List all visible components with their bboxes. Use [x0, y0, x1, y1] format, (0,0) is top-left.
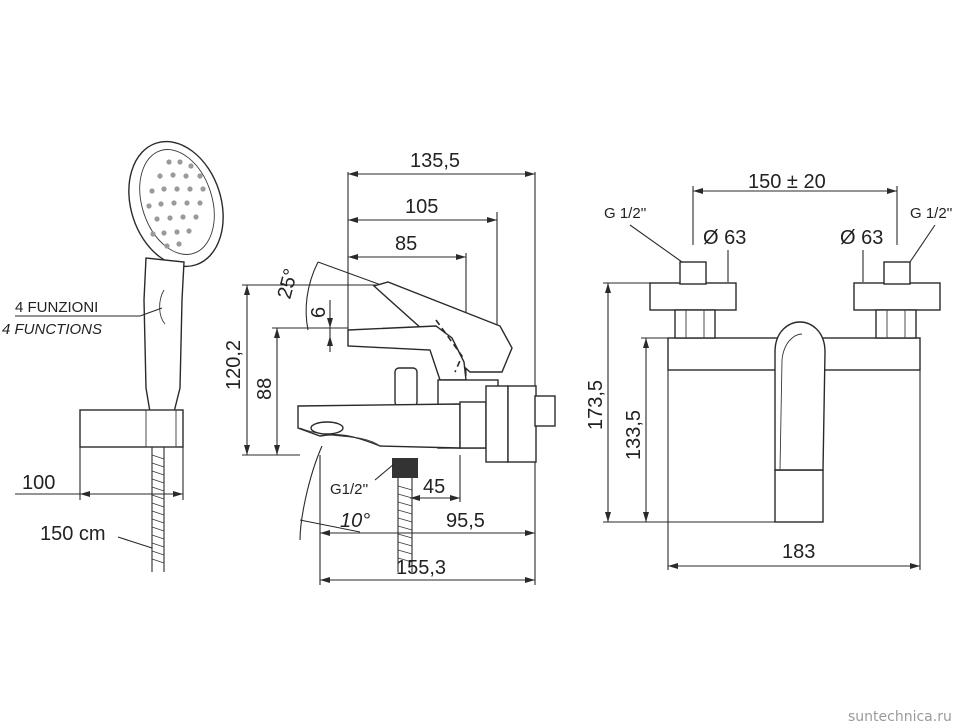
diverter-knob — [394, 367, 418, 407]
watermark: suntechnica.ru — [848, 709, 952, 725]
thread-leader-left — [629, 224, 683, 263]
dim-lever-width: 105 — [405, 196, 438, 218]
mixer-lever-front — [774, 321, 826, 471]
dim-top-width: 85 — [395, 233, 417, 255]
angle-arc-10 — [299, 445, 323, 541]
dim-height-spout: 88 — [254, 378, 276, 400]
handle-button — [159, 289, 166, 325]
hand-shower-view: 4 FUNZIONI 4 FUNCTIONS 100 150 cm — [2, 140, 224, 572]
dim-height-total-front: 173,5 — [585, 380, 607, 430]
inlet-fitting — [392, 458, 418, 478]
spout-aerator — [310, 421, 344, 435]
dim-centers: 150 ± 20 — [748, 171, 826, 193]
dim-spout-reach: 95,5 — [446, 510, 485, 532]
nut-left — [674, 309, 716, 339]
dim-total-width: 135,5 — [410, 150, 460, 172]
mixer-lever — [372, 281, 513, 373]
flange-left — [649, 282, 737, 311]
hose-length-label: 150 cm — [40, 523, 106, 545]
functions-label-en: 4 FUNCTIONS — [2, 321, 102, 338]
thread-left — [679, 261, 707, 285]
functions-label-it: 4 FUNZIONI — [15, 299, 98, 316]
diameter-left-label: Ø 63 — [703, 227, 746, 249]
lever-hidden-line — [435, 319, 463, 373]
wall-connector-cap — [534, 395, 556, 427]
angle-lever: 25° — [274, 266, 303, 301]
nut-right — [875, 309, 917, 339]
lever-highlight — [779, 333, 803, 471]
angle-arc-25 — [305, 261, 319, 331]
inlet-thread: G1/2'' — [330, 481, 368, 498]
dim-small: 6 — [308, 307, 330, 318]
dim-holder: 100 — [22, 472, 55, 494]
shower-hose — [151, 447, 165, 572]
wall-holder — [79, 409, 184, 448]
front-view: 150 ± 20 G 1/2'' G 1/2'' Ø 63 Ø 63 173,5… — [585, 171, 953, 570]
side-view: 135,5 105 85 25° 6 120,2 88 G1/2'' 45 10… — [223, 150, 556, 585]
inlet-hose — [397, 478, 413, 572]
dim-height-total: 120,2 — [223, 340, 245, 390]
shower-head-face — [139, 149, 215, 255]
flange-right — [853, 282, 941, 311]
shower-nozzles — [146, 159, 206, 249]
dim-height-body-front: 133,5 — [623, 410, 645, 460]
thread-left-label: G 1/2'' — [604, 205, 647, 222]
diameter-right-label: Ø 63 — [840, 227, 883, 249]
wall-connector — [507, 385, 537, 463]
dim-width-front: 183 — [782, 541, 815, 563]
thread-right-label: G 1/2'' — [910, 205, 953, 222]
shower-handle — [143, 257, 185, 413]
spout-underline — [299, 427, 381, 447]
angle-spout: 10° — [340, 510, 370, 532]
thread-leader-right — [909, 224, 936, 263]
angle-ray-10 — [299, 519, 361, 533]
functions-pointer — [139, 307, 163, 317]
thread-right — [883, 261, 911, 285]
wall-flange — [485, 385, 509, 463]
dim-overall: 155,3 — [396, 557, 446, 579]
mixer-base — [774, 469, 824, 523]
eccentric-nut — [459, 401, 487, 449]
holder-cup — [145, 409, 177, 448]
dim-inlet: 45 — [423, 476, 445, 498]
hose-leader — [117, 536, 153, 549]
thread-leader — [374, 463, 395, 481]
